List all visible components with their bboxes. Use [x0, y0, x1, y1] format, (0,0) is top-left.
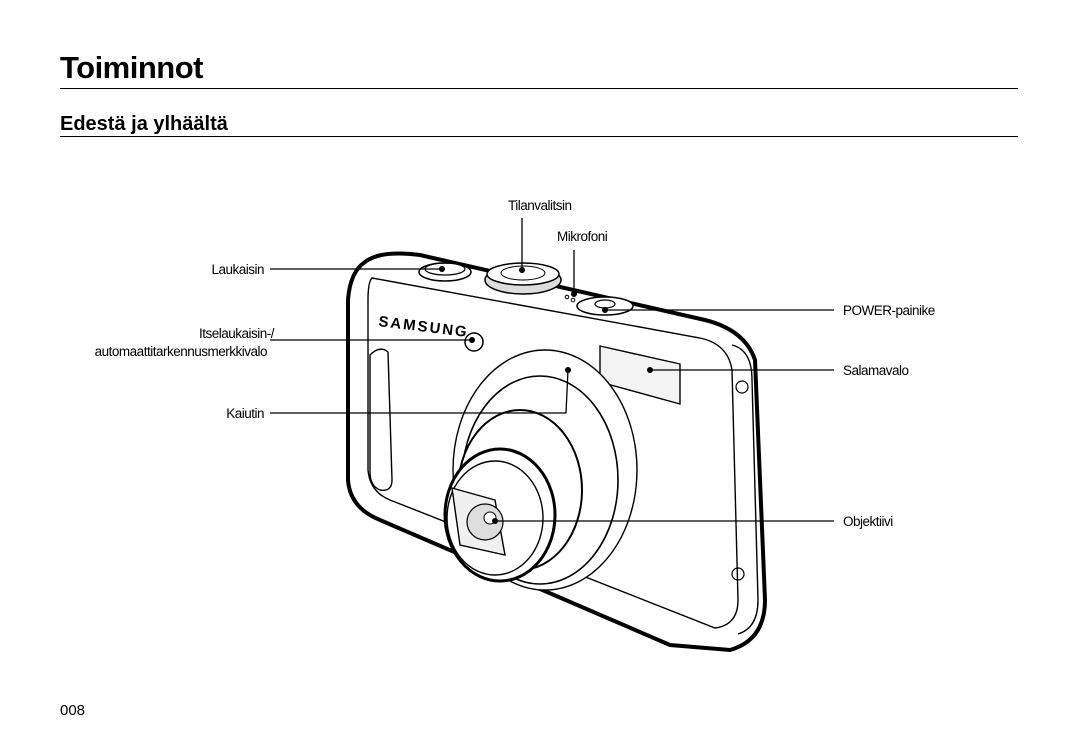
- title-divider: [60, 88, 1018, 89]
- label-speaker: Kaiutin: [226, 406, 264, 421]
- section-title: Edestä ja ylhäältä: [60, 113, 228, 135]
- callout-lines: [270, 218, 834, 522]
- label-lens: Objektiivi: [843, 514, 893, 529]
- label-flash: Salamavalo: [843, 363, 909, 378]
- section-divider: [60, 136, 1018, 137]
- label-power-button: POWER-painike: [843, 303, 935, 318]
- page-title: Toiminnot: [60, 50, 204, 85]
- callout-dots: [439, 266, 653, 524]
- label-mode-dial: Tilanvalitsin: [508, 198, 572, 213]
- camera-body: [346, 251, 768, 653]
- label-shutter: Laukaisin: [211, 262, 264, 277]
- label-self-timer-line1: Itselaukaisin-/: [198, 326, 275, 341]
- page-number: 008: [60, 702, 86, 719]
- label-microphone: Mikrofoni: [557, 229, 608, 244]
- label-self-timer-line2: automaattitarkennusmerkkivalo: [94, 344, 268, 359]
